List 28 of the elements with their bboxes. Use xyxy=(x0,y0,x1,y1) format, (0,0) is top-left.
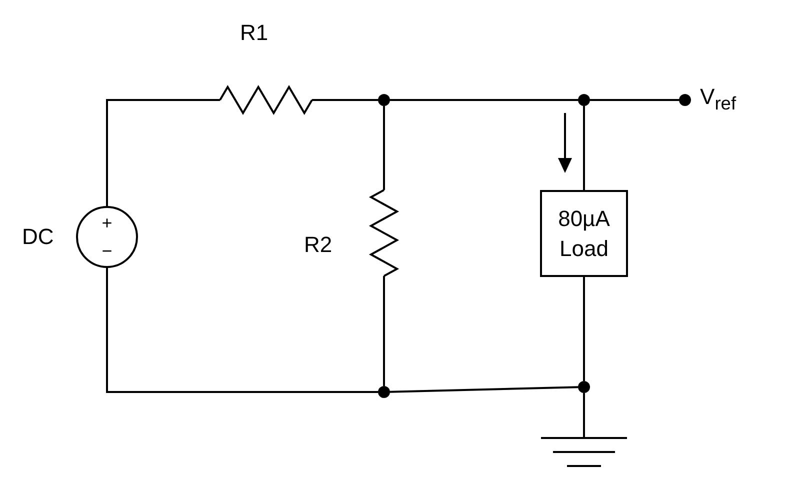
junction-dot xyxy=(679,94,691,106)
wire xyxy=(583,393,585,437)
wire xyxy=(312,99,378,101)
component-label: R1 xyxy=(240,22,268,44)
ground-symbol xyxy=(541,437,627,467)
wire xyxy=(383,106,385,190)
wire xyxy=(106,99,220,206)
wire xyxy=(106,268,378,393)
dc-voltage-source xyxy=(76,206,138,268)
wire xyxy=(583,106,585,190)
wire xyxy=(390,99,578,101)
wire xyxy=(383,276,385,386)
resistor-symbol xyxy=(220,86,312,114)
component-label: V$_{ref}$ xyxy=(700,86,736,113)
wire xyxy=(390,386,578,393)
junction-dot xyxy=(378,94,390,106)
load-box xyxy=(540,190,628,277)
junction-dot xyxy=(378,386,390,398)
wire xyxy=(583,277,585,381)
polarity-sign: + xyxy=(100,214,114,232)
junction-dot xyxy=(578,94,590,106)
load-label: 80µA Load xyxy=(557,204,611,262)
wire xyxy=(590,99,679,101)
junction-dot xyxy=(578,381,590,393)
polarity-sign: − xyxy=(100,242,114,260)
resistor-symbol xyxy=(370,190,398,276)
component-label: R2 xyxy=(304,234,332,256)
component-label: DC xyxy=(22,226,54,248)
